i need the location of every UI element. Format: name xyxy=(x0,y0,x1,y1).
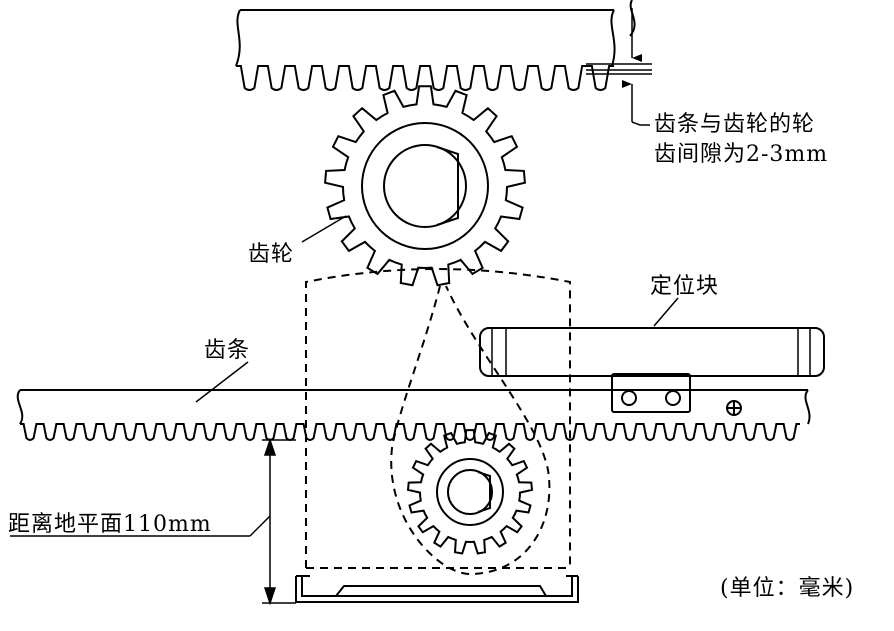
leader-lines xyxy=(195,215,679,403)
clearance-label-line2: 齿间隙为2-3mm xyxy=(654,142,829,167)
main-rack-drawing xyxy=(16,389,811,441)
bottom-gear-drawing xyxy=(406,429,534,555)
ground-distance-label: 距离地平面110mm xyxy=(8,512,212,537)
motor-housing-dashed xyxy=(305,268,571,576)
base-bracket xyxy=(295,575,579,603)
unit-note: (单位：毫米) xyxy=(720,576,855,601)
clearance-dimension xyxy=(586,0,652,126)
positioning-block-drawing xyxy=(479,327,825,416)
positioning-block-label: 定位块 xyxy=(650,274,720,299)
top-gear-closeup xyxy=(324,85,526,287)
clearance-label-line1: 齿条与齿轮的轮 xyxy=(654,112,816,137)
gear-label: 齿轮 xyxy=(248,242,295,267)
ground-dimension xyxy=(10,437,296,606)
rack-label: 齿条 xyxy=(204,338,251,363)
top-rack-closeup xyxy=(235,9,616,91)
